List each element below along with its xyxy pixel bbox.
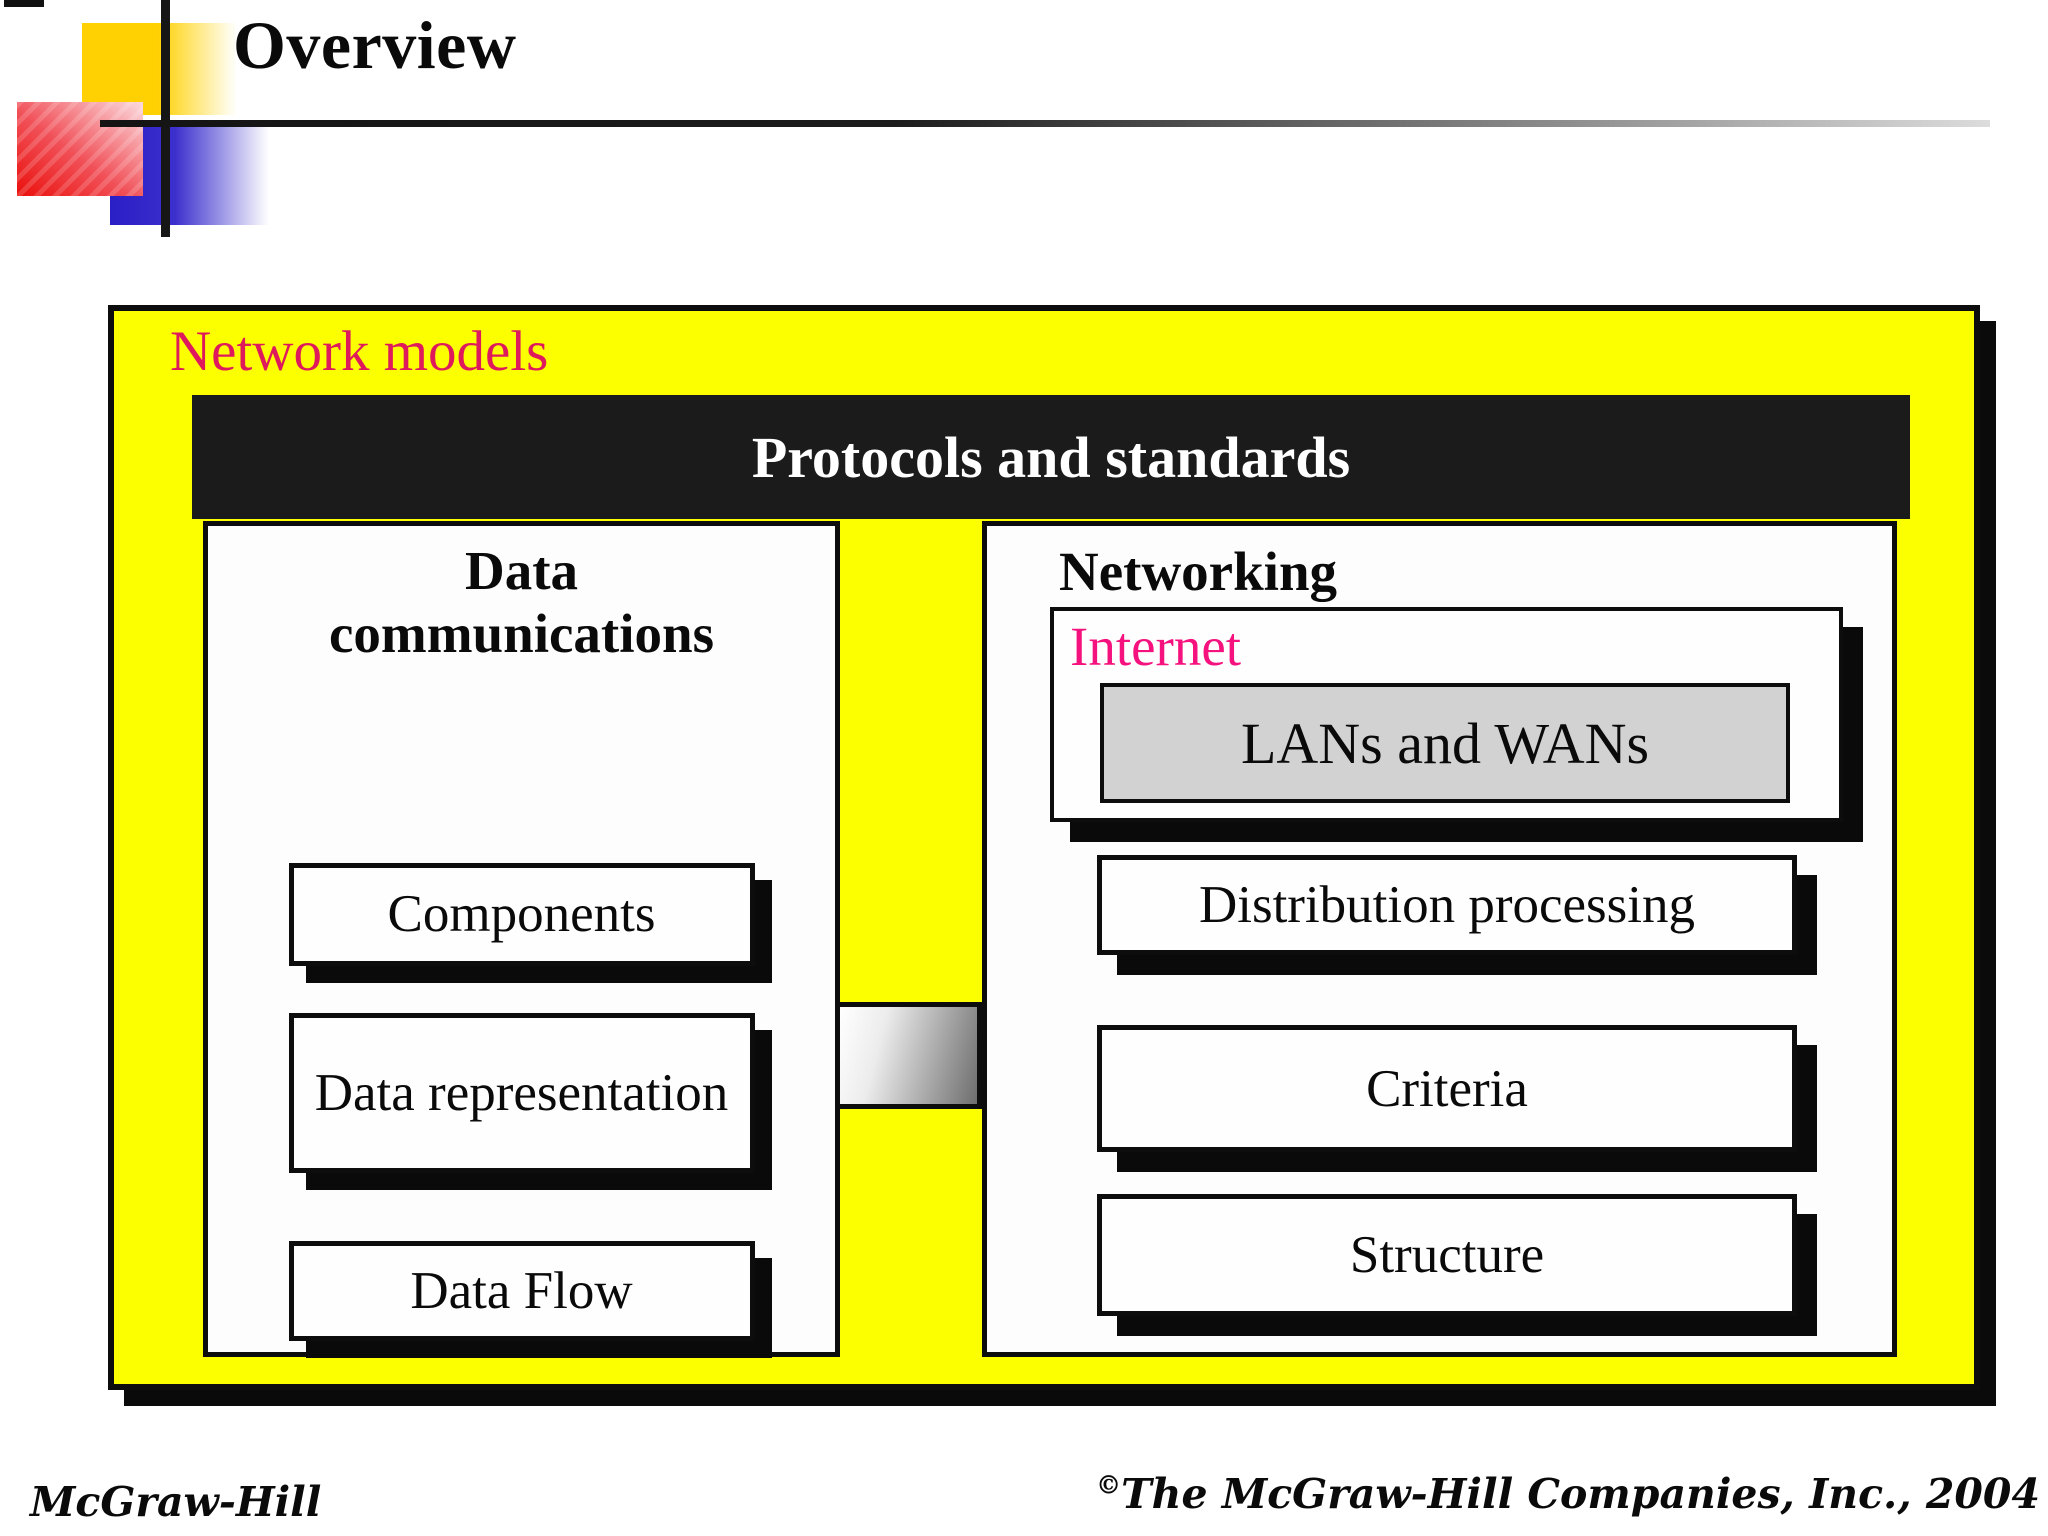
panels-row: Data communications Components Data repr… (192, 521, 1910, 1357)
protocols-standards-header: Protocols and standards (192, 395, 1910, 519)
distribution-processing-box: Distribution processing (1097, 855, 1797, 955)
panel-connector (835, 1002, 982, 1109)
decor-vertical-rule (161, 0, 170, 237)
title-underline-rule (100, 120, 1990, 127)
internet-box: Internet LANs and WANs (1050, 607, 1843, 822)
networking-panel: Networking Internet LANs and WANs Distri… (982, 521, 1897, 1357)
data-flow-box: Data Flow (288, 1241, 755, 1342)
page-title: Overview (233, 7, 517, 83)
internet-label: Internet (1070, 616, 1242, 677)
networking-title: Networking (1059, 541, 1338, 602)
criteria-box: Criteria (1097, 1025, 1797, 1152)
footer-left-brand: McGraw-Hill (30, 1478, 322, 1526)
network-models-label: Network models (170, 320, 549, 383)
decor-red-square (17, 102, 143, 196)
footer-right-text: The McGraw-Hill Companies, Inc., 2004 (1121, 1470, 2040, 1518)
footer-right-copyright: ©The McGraw-Hill Companies, Inc., 2004 (1096, 1470, 2040, 1518)
data-communications-panel: Data communications Components Data repr… (203, 521, 840, 1357)
copyright-symbol: © (1096, 1470, 1122, 1500)
decor-yellow-square (82, 23, 235, 115)
structure-box: Structure (1097, 1194, 1797, 1316)
network-models-panel: Network models Protocols and standards D… (108, 305, 1980, 1390)
data-representation-box: Data representation (288, 1013, 755, 1174)
diagram-inner: Protocols and standards Data communicati… (192, 395, 1910, 1359)
data-communications-title: Data communications (329, 540, 714, 664)
lans-wans-box: LANs and WANs (1100, 683, 1790, 803)
components-box: Components (288, 863, 755, 967)
corner-mark (4, 0, 44, 7)
